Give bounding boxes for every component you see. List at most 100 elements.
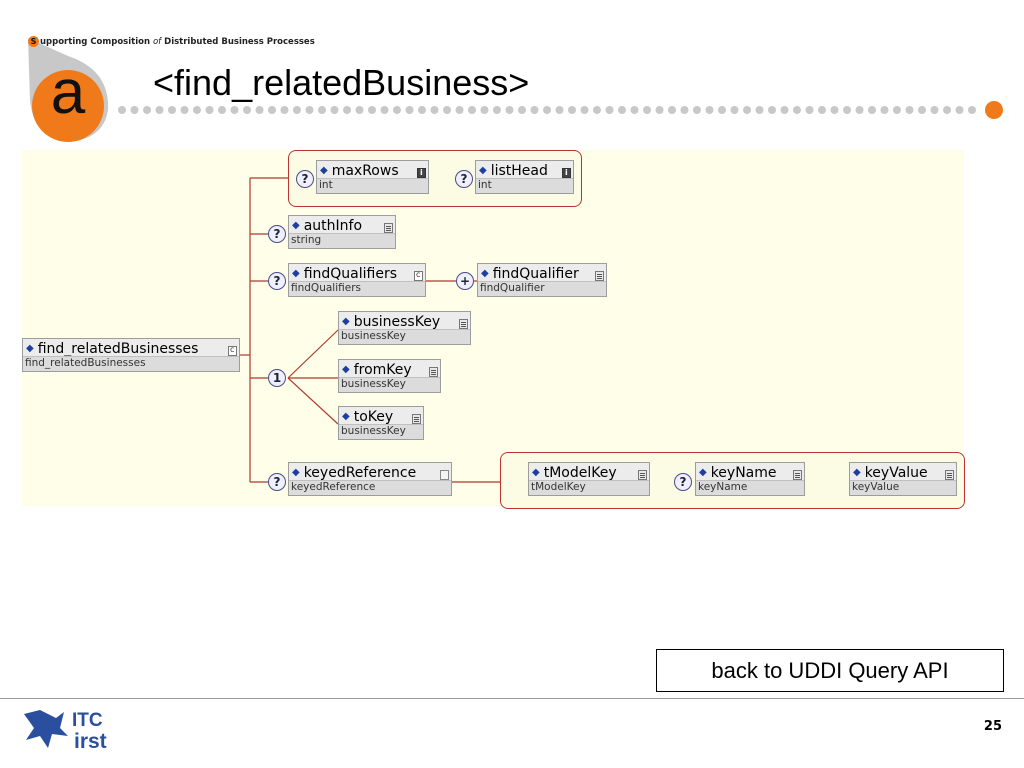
document-icon [638, 470, 647, 480]
divider-dot [768, 106, 776, 114]
logo-bottom-text: irst [74, 730, 107, 753]
divider-dot [730, 106, 739, 114]
divider-dot [918, 106, 926, 114]
divider-dot [230, 106, 239, 114]
divider-dot [255, 106, 264, 114]
element-diamond-icon: ◆ [342, 364, 350, 375]
footer-divider [0, 698, 1024, 699]
document-icon [412, 414, 421, 424]
divider-end-dot [985, 101, 1003, 119]
optional-icon: ? [268, 225, 286, 243]
node-find-relatedbusinesses[interactable]: ◆find_relatedBusinesses find_relatedBusi… [22, 338, 240, 372]
divider-dot [643, 106, 651, 114]
divider-dot [205, 106, 214, 114]
node-name: find_relatedBusinesses [37, 341, 199, 357]
node-name: toKey [353, 409, 394, 425]
node-type: string [289, 233, 395, 248]
element-diamond-icon: ◆ [342, 316, 350, 327]
brand-text-1: upporting Composition [40, 37, 153, 47]
optional-icon: ? [268, 473, 286, 491]
divider-dot [805, 106, 814, 114]
node-findqualifier[interactable]: ◆findQualifier findQualifier [477, 263, 607, 297]
divider-dot [718, 106, 726, 114]
node-fromkey[interactable]: ◆fromKey businessKey [338, 359, 441, 393]
divider-dot [905, 106, 914, 114]
node-findqualifiers[interactable]: ◆findQualifiers findQualifiers [288, 263, 426, 297]
node-name: authInfo [303, 218, 363, 234]
element-diamond-icon: ◆ [853, 467, 861, 478]
node-businesskey[interactable]: ◆businessKey businessKey [338, 311, 471, 345]
node-name: keyValue [864, 465, 928, 481]
divider-dot [430, 106, 439, 114]
node-keyvalue[interactable]: ◆keyValue keyValue [849, 462, 957, 496]
document-icon [429, 367, 438, 377]
divider-dot [543, 106, 551, 114]
divider-dot [268, 106, 276, 114]
divider-dot [443, 106, 451, 114]
brand-of: of [152, 37, 162, 47]
back-to-uddi-query-api-link[interactable]: back to UDDI Query API [656, 649, 1004, 692]
divider-dot [155, 106, 164, 114]
divider-dot [618, 106, 626, 114]
divider-dot [893, 106, 901, 114]
divider-dot [818, 106, 826, 114]
title-divider-dots [118, 101, 1003, 119]
node-listhead[interactable]: ◆listHead int [475, 160, 574, 194]
element-diamond-icon: ◆ [532, 467, 540, 478]
info-icon [562, 168, 571, 178]
document-icon [595, 271, 604, 281]
node-keyname[interactable]: ◆keyName keyName [695, 462, 805, 496]
divider-dot [605, 106, 614, 114]
divider-dot [505, 106, 514, 114]
node-type: find_relatedBusinesses [23, 356, 239, 371]
node-name: maxRows [331, 163, 399, 179]
optional-icon: ? [455, 170, 473, 188]
page-number: 25 [983, 719, 1002, 734]
element-diamond-icon: ◆ [292, 467, 300, 478]
divider-dot [355, 106, 364, 114]
node-type: businessKey [339, 329, 470, 344]
divider-dot [243, 106, 251, 114]
divider-dot [568, 106, 576, 114]
node-keyedreference[interactable]: ◆keyedReference keyedReference [288, 462, 452, 496]
divider-dot [218, 106, 226, 114]
divider-dot [480, 106, 489, 114]
divider-dot [130, 106, 139, 114]
divider-dot [968, 106, 976, 114]
divider-dot [118, 106, 126, 114]
node-type: tModelKey [529, 480, 649, 495]
node-type: int [476, 178, 573, 193]
divider-dot [793, 106, 801, 114]
node-maxrows[interactable]: ◆maxRows int [316, 160, 429, 194]
divider-dot [193, 106, 201, 114]
project-logo [28, 38, 109, 142]
divider-dot [868, 106, 876, 114]
attribute-icon [440, 470, 449, 480]
node-type: findQualifiers [289, 281, 425, 296]
divider-dot [705, 106, 714, 114]
node-tmodelkey[interactable]: ◆tModelKey tModelKey [528, 462, 650, 496]
element-diamond-icon: ◆ [292, 268, 300, 279]
divider-dot [168, 106, 176, 114]
divider-dot [330, 106, 339, 114]
optional-icon: ? [268, 272, 286, 290]
brand-initial: S [28, 36, 39, 47]
divider-dot [493, 106, 501, 114]
divider-dot [943, 106, 951, 114]
divider-dot [180, 106, 189, 114]
divider-dot [468, 106, 476, 114]
element-diamond-icon: ◆ [292, 220, 300, 231]
node-name: listHead [490, 163, 548, 179]
node-tokey[interactable]: ◆toKey businessKey [338, 406, 424, 440]
complex-type-icon [228, 345, 237, 356]
element-diamond-icon: ◆ [342, 411, 350, 422]
divider-dot [680, 106, 689, 114]
node-name: keyName [710, 465, 777, 481]
document-icon [459, 319, 468, 329]
divider-dot [530, 106, 539, 114]
node-authinfo[interactable]: ◆authInfo string [288, 215, 396, 249]
node-name: tModelKey [543, 465, 617, 481]
complex-type-icon [414, 270, 423, 281]
